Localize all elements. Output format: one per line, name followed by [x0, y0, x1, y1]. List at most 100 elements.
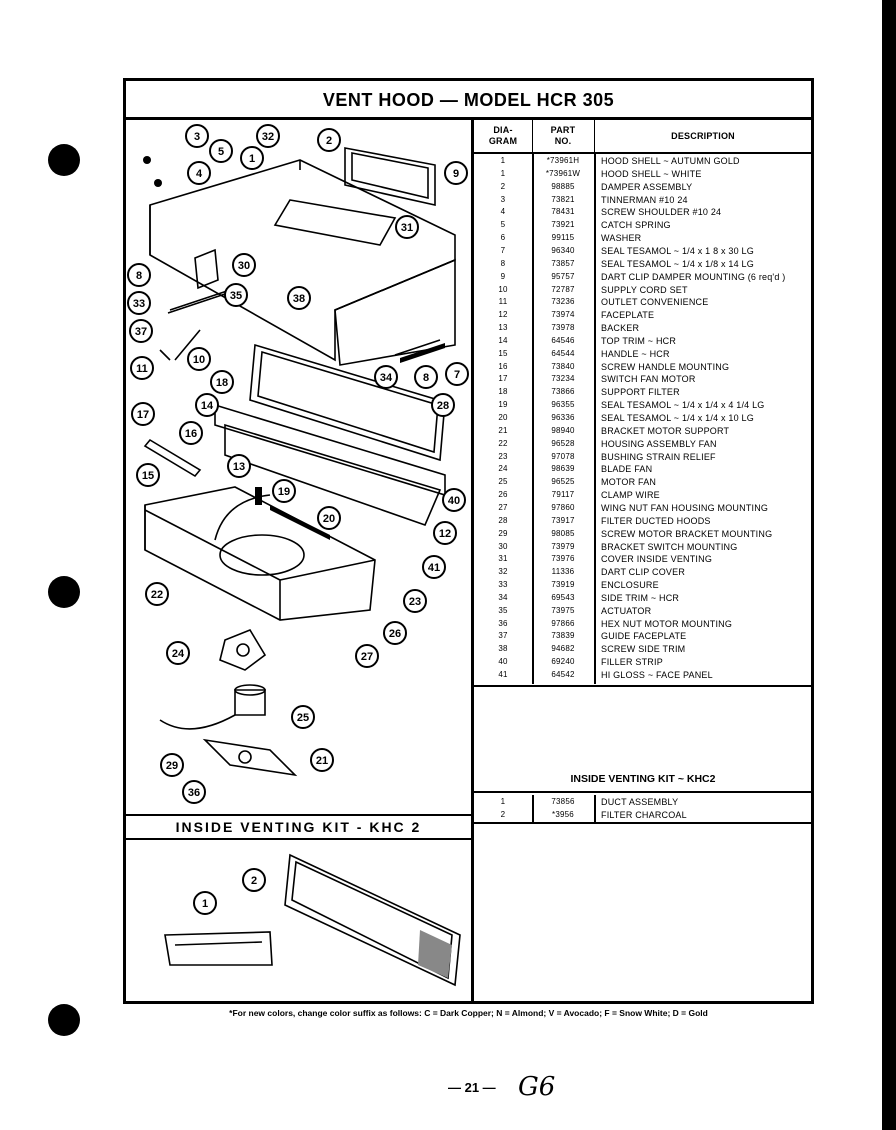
handwritten-note: G6 — [518, 1072, 556, 1102]
part-number: 73856 — [551, 797, 575, 806]
kit-panel-title: INSIDE VENTING KIT - KHC 2 — [175, 819, 422, 835]
diagram-number: 14 — [498, 335, 508, 345]
diagram-number: 15 — [498, 348, 508, 358]
callout-4: 4 — [196, 168, 203, 180]
header-diagram: DIA- GRAM — [474, 120, 533, 154]
callout-13: 13 — [233, 461, 245, 473]
callout-20: 20 — [323, 513, 335, 525]
part-description: DUCT ASSEMBLY — [601, 797, 679, 807]
part-description: MOTOR FAN — [601, 477, 657, 488]
part-description: BLADE FAN — [601, 464, 653, 475]
part-number: 98885 — [551, 181, 575, 191]
callout-30: 30 — [238, 260, 250, 272]
part-description: SCREW HANDLE MOUNTING — [601, 361, 730, 372]
callout-18: 18 — [216, 377, 228, 389]
part-description: BUSHING STRAIN RELIEF — [601, 451, 716, 462]
kit-top-rule — [125, 814, 471, 816]
callout-3: 3 — [194, 131, 200, 143]
kit-table-title: INSIDE VENTING KIT ~ KHC2 — [570, 773, 716, 785]
diagram-number: 32 — [498, 567, 508, 577]
callout-2: 2 — [326, 135, 332, 147]
part-description: CLAMP WIRE — [601, 490, 660, 501]
callout-38: 38 — [293, 293, 305, 305]
part-description: GUIDE FACEPLATE — [601, 631, 687, 642]
part-number: 96336 — [551, 413, 575, 422]
diagram-number: 2 — [500, 181, 506, 191]
diagram-number: 6 — [500, 233, 506, 243]
part-number: 73978 — [551, 323, 575, 333]
part-number: 69543 — [551, 592, 575, 602]
callout-10: 10 — [193, 354, 205, 366]
part-number: 96340 — [551, 245, 575, 255]
part-description: TINNERMAN #10 24 — [601, 194, 688, 205]
part-description: SEAL TESAMOL ~ 1/4 x 1/4 x 4 1/4 LG — [601, 400, 765, 411]
part-number: *73961H — [546, 156, 580, 165]
diagram-number: 19 — [498, 400, 508, 410]
diagram-number: 23 — [498, 451, 508, 461]
header-description: DESCRIPTION — [594, 120, 812, 154]
motor-drawing — [234, 689, 266, 716]
part-number: 73979 — [551, 541, 575, 551]
diagram-number: 22 — [498, 438, 508, 448]
callout-25: 25 — [297, 712, 309, 724]
part-description: HOUSING ASSEMBLY FAN — [601, 438, 717, 449]
part-number: 97866 — [551, 618, 575, 628]
table-col-line — [532, 795, 534, 822]
diagram-number: 26 — [498, 490, 508, 500]
part-number: 94682 — [551, 644, 575, 654]
charcoal-filter-drawing — [284, 853, 461, 987]
diagram-number: 33 — [498, 580, 508, 590]
part-number: 73974 — [551, 310, 575, 320]
damper-drawing — [344, 147, 436, 206]
table-col-line — [532, 152, 534, 684]
diagram-number: 37 — [498, 631, 508, 641]
part-number: 96525 — [551, 477, 575, 487]
diagram-number: 1 — [500, 156, 506, 165]
callout-9: 9 — [453, 168, 459, 180]
table-row: 26 79117 CLAMP WIRE — [474, 490, 812, 503]
callout-19: 19 — [278, 486, 290, 498]
exploded-parts-diagram: 3 5 4 1 32 2 9 31 8 30 35 38 33 37 10 11… — [127, 124, 469, 804]
part-number: 96528 — [551, 438, 575, 448]
diagram-number: 35 — [498, 605, 508, 615]
diagram-number: 12 — [498, 310, 508, 320]
part-description: WASHER — [601, 233, 642, 244]
callout-16: 16 — [185, 428, 197, 440]
part-number: 99115 — [551, 233, 575, 243]
part-description: WING NUT FAN HOUSING MOUNTING — [601, 502, 769, 513]
part-number: 73840 — [551, 361, 575, 371]
binder-hole — [48, 1004, 80, 1036]
diagram-number: 20 — [498, 413, 508, 422]
diagram-number: 36 — [498, 618, 508, 628]
diagram-number: 21 — [498, 425, 508, 435]
table-end-rule — [474, 685, 812, 687]
callout-12: 12 — [439, 528, 451, 540]
part-description: FILTER CHARCOAL — [601, 809, 687, 820]
part-number: 79117 — [551, 490, 575, 500]
diagram-number: 17 — [498, 374, 508, 384]
binder-hole — [48, 576, 80, 608]
callout-34: 34 — [380, 372, 393, 384]
callout-1: 1 — [249, 153, 255, 165]
callout-33: 33 — [133, 298, 145, 310]
part-number: 72787 — [551, 284, 575, 294]
callout-8: 8 — [136, 270, 142, 282]
part-description: BACKER — [601, 323, 640, 334]
callout-21: 21 — [316, 755, 328, 767]
part-number: 73917 — [551, 515, 575, 525]
